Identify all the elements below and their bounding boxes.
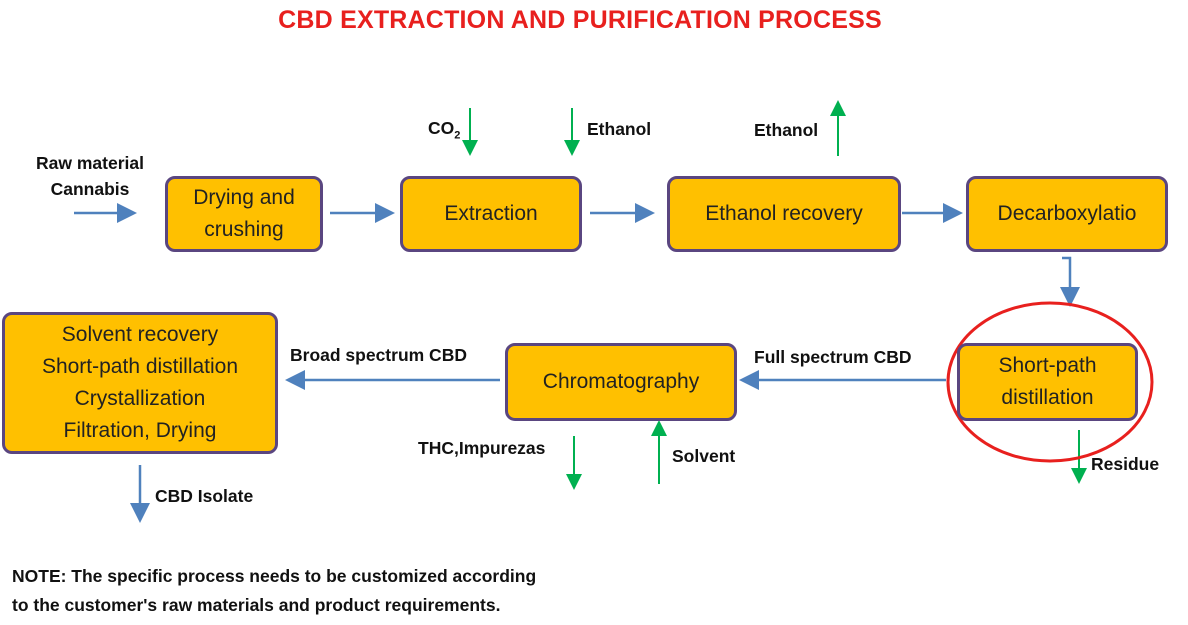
label-co2-text: CO (428, 118, 455, 138)
footnote: NOTE: The specific process needs to be c… (12, 562, 536, 620)
node-short-path-distillation: Short-path distillation (957, 343, 1138, 421)
footnote-line-1: NOTE: The specific process needs to be c… (12, 566, 537, 586)
node-final-line-1: Solvent recovery (61, 323, 219, 346)
node-decarboxylation: Decarboxylatio (966, 176, 1168, 252)
label-raw-material-line-1: Raw material (36, 153, 144, 173)
label-cbd-isolate: CBD Isolate (155, 486, 254, 506)
node-drying-crushing: Drying and crushing (165, 176, 323, 252)
diagram-title: CBD EXTRACTION AND PURIFICATION PROCESS (278, 6, 882, 34)
node-chromatography: Chromatography (505, 343, 737, 421)
node-decarboxylation-label: Decarboxylatio (997, 202, 1137, 225)
label-raw-material-line-2: Cannabis (50, 179, 130, 199)
label-residue: Residue (1091, 454, 1160, 474)
label-ethanol-in: Ethanol (587, 119, 652, 139)
node-final-line-2: Short-path distillation (41, 355, 239, 378)
label-co2: CO2 (428, 118, 460, 142)
node-final-purification: Solvent recovery Short-path distillation… (2, 312, 278, 454)
node-final-line-3: Crystallization (74, 387, 206, 410)
node-drying-line-1: Drying and (193, 186, 295, 209)
label-co2-subscript: 2 (454, 129, 461, 142)
label-broad-spectrum-cbd: Broad spectrum CBD (290, 345, 467, 365)
highlight-circle (946, 301, 1154, 463)
label-full-spectrum-cbd: Full spectrum CBD (754, 347, 912, 367)
label-raw-material: Raw material Cannabis (36, 150, 144, 202)
node-extraction-label: Extraction (444, 202, 538, 225)
label-thc-impurezas: THC,Impurezas (418, 438, 546, 458)
node-short-path-line-2: distillation (1001, 386, 1094, 409)
node-ethanol-recovery: Ethanol recovery (667, 176, 901, 252)
node-extraction: Extraction (400, 176, 582, 252)
node-ethanol-recovery-label: Ethanol recovery (705, 202, 863, 225)
label-solvent: Solvent (672, 446, 736, 466)
label-ethanol-out: Ethanol (754, 120, 819, 140)
node-short-path-line-1: Short-path (998, 354, 1097, 377)
node-chromatography-label: Chromatography (542, 370, 700, 393)
node-drying-line-2: crushing (204, 218, 284, 241)
arrow-decarboxylation-to-short-path (1060, 256, 1080, 307)
footnote-line-2: to the customer's raw materials and prod… (12, 595, 501, 615)
node-final-line-4: Filtration, Drying (63, 419, 217, 442)
